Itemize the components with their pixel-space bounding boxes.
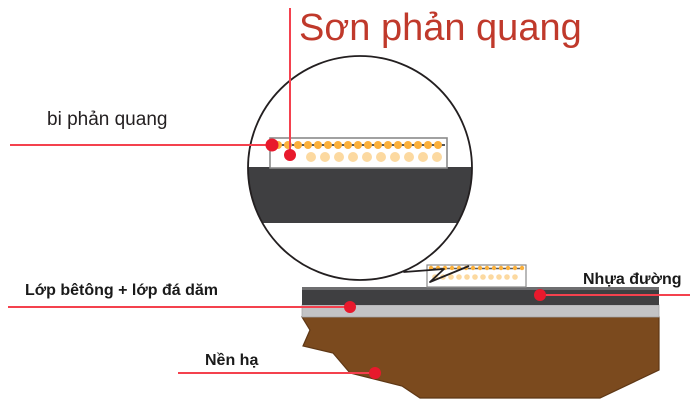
page-title: Sơn phản quang: [299, 7, 582, 49]
asphalt-top-highlight: [302, 287, 659, 290]
leader-dots: [265, 138, 546, 379]
road-paint-patch: [426, 264, 527, 288]
road-cross-section: [300, 287, 660, 399]
leader-dot-title: [284, 149, 296, 161]
label-concrete-crushed-stone: Lớp bêtông + lớp đá dăm: [25, 282, 218, 299]
label-subgrade: Nền hạ: [205, 352, 259, 369]
magnified-bead-row-top: [274, 141, 442, 149]
leader-dot-asphalt: [534, 289, 546, 301]
magnified-asphalt-layer: [248, 167, 472, 223]
label-underlines: [25, 294, 690, 374]
leader-dot-concrete: [344, 301, 356, 313]
magnifier-callout: [247, 55, 473, 281]
magnifier-circle-outline: [247, 55, 473, 281]
leader-dot-beads: [265, 138, 279, 152]
leader-dot-subgrade: [369, 367, 381, 379]
label-glass-beads: bi phản quang: [47, 109, 168, 130]
asphalt-layer: [302, 287, 659, 305]
label-asphalt: Nhựa đường: [583, 271, 682, 288]
subgrade-layer: [300, 316, 660, 399]
magnified-bead-row-bottom: [306, 152, 442, 162]
